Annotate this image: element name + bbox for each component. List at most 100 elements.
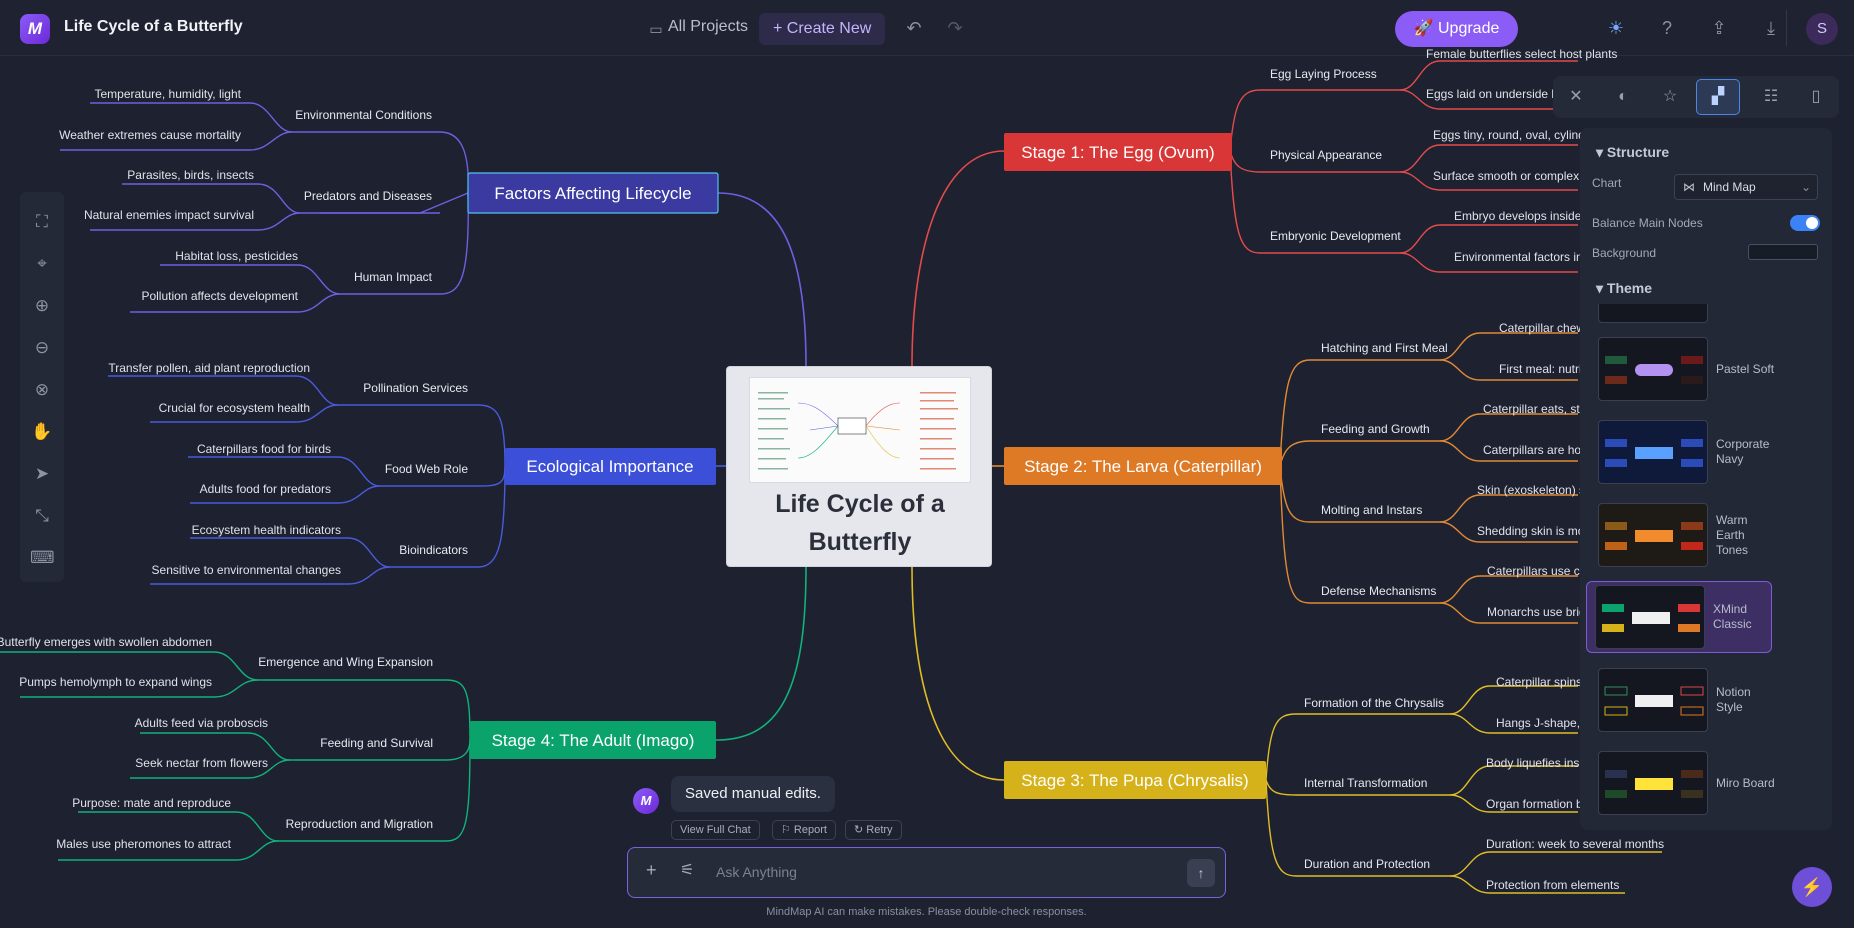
subtopic[interactable]: Pollination Services: [363, 381, 468, 395]
theme-option[interactable]: Corporate Navy: [1590, 417, 1774, 487]
hand-tool-icon[interactable]: ✋: [31, 422, 53, 441]
theme-option[interactable]: Pastel Soft: [1590, 334, 1774, 404]
leaf[interactable]: Sensitive to environmental changes: [152, 563, 341, 577]
leaf[interactable]: Hangs J-shape, f: [1496, 716, 1587, 730]
upgrade-button[interactable]: 🚀 Upgrade: [1395, 11, 1518, 47]
subtopic[interactable]: Hatching and First Meal: [1321, 341, 1448, 355]
theme-heading[interactable]: ▾ Theme: [1596, 280, 1653, 296]
collapse-icon[interactable]: ⤡: [35, 506, 49, 525]
leaf[interactable]: Embryo develops inside e: [1454, 209, 1592, 223]
view-full-chat-button[interactable]: View Full Chat: [671, 820, 760, 840]
layout-icon[interactable]: ▞: [1696, 79, 1740, 115]
leaf[interactable]: Body liquefies insi: [1486, 756, 1582, 770]
leaf[interactable]: Natural enemies impact survival: [84, 208, 254, 222]
leaf[interactable]: Environmental factors in: [1454, 250, 1583, 264]
leaf[interactable]: Weather extremes cause mortality: [59, 128, 241, 142]
subtopic[interactable]: Environmental Conditions: [295, 108, 432, 122]
zoom-reset-icon[interactable]: ⊗: [34, 380, 50, 399]
central-node[interactable]: Life Cycle of a Butterfly: [726, 366, 992, 567]
user-avatar[interactable]: S: [1806, 13, 1838, 45]
chart-type-select[interactable]: Mind Map ⌄ ⋈: [1674, 174, 1818, 200]
leaf[interactable]: Adults feed via proboscis: [135, 716, 268, 730]
leaf[interactable]: Caterpillar spins: [1496, 675, 1582, 689]
redo-icon[interactable]: ↷: [947, 18, 963, 38]
download-icon[interactable]: ⤓: [1767, 18, 1775, 38]
undo-icon[interactable]: ↶: [906, 18, 922, 38]
node-egg[interactable]: Stage 1: The Egg (Ovum): [1004, 133, 1232, 171]
keyboard-icon[interactable]: ⌨: [30, 548, 55, 567]
star-icon[interactable]: ☆: [1662, 88, 1678, 105]
close-icon[interactable]: ✕: [1569, 88, 1583, 105]
create-new-button[interactable]: + Create New: [759, 13, 886, 45]
theme-option[interactable]: Notion Style: [1590, 665, 1774, 735]
leaf[interactable]: Males use pheromones to attract: [56, 837, 231, 851]
leaf[interactable]: Organ formation b: [1486, 797, 1583, 811]
page-icon[interactable]: ▯: [1811, 88, 1821, 105]
leaf[interactable]: Caterpillars are hos: [1483, 443, 1587, 457]
subtopic[interactable]: Emergence and Wing Expansion: [258, 655, 433, 669]
leaf[interactable]: Caterpillar chew: [1499, 321, 1585, 335]
node-larva[interactable]: Stage 2: The Larva (Caterpillar): [1004, 447, 1282, 485]
leaf[interactable]: Caterpillars use ca: [1487, 564, 1587, 578]
add-attachment-icon[interactable]: +: [646, 860, 657, 880]
select-tool-icon[interactable]: ➤: [34, 464, 50, 483]
outline-icon[interactable]: ☷: [1763, 88, 1779, 105]
leaf[interactable]: Pollution affects development: [141, 289, 298, 303]
chat-input-box[interactable]: + ⚟ Ask Anything ↑: [627, 847, 1226, 898]
leaf[interactable]: Surface smooth or complex p: [1433, 169, 1589, 183]
subtopic[interactable]: Egg Laying Process: [1270, 67, 1377, 81]
subtopic[interactable]: Human Impact: [354, 270, 433, 284]
subtopic[interactable]: Predators and Diseases: [304, 189, 432, 203]
leaf[interactable]: Female butterflies select host plants: [1426, 47, 1617, 61]
leaf[interactable]: Monarchs use brig: [1487, 605, 1586, 619]
help-icon[interactable]: ?: [1661, 18, 1672, 38]
node-pupa[interactable]: Stage 3: The Pupa (Chrysalis): [1004, 761, 1266, 799]
report-button[interactable]: ⚐ Report: [772, 820, 836, 840]
leaf[interactable]: Ecosystem health indicators: [192, 523, 341, 537]
leaf[interactable]: Adults food for predators: [200, 482, 331, 496]
subtopic[interactable]: Molting and Instars: [1321, 503, 1422, 517]
chat-input[interactable]: Ask Anything: [716, 864, 797, 880]
node-adult[interactable]: Stage 4: The Adult (Imago): [470, 721, 716, 759]
leaf[interactable]: Protection from elements: [1486, 878, 1619, 892]
app-logo-icon[interactable]: M: [20, 14, 50, 44]
palette-icon[interactable]: ◐: [1618, 88, 1628, 105]
document-title[interactable]: Life Cycle of a Butterfly: [64, 18, 243, 35]
settings-sliders-icon[interactable]: ⚟: [680, 862, 695, 879]
leaf[interactable]: First meal: nutri: [1499, 362, 1582, 376]
theme-list[interactable]: Pastel Soft Corporate Navy Warm Earth To…: [1584, 304, 1828, 870]
subtopic[interactable]: Food Web Role: [385, 462, 468, 476]
leaf[interactable]: Eggs laid on underside lea: [1426, 87, 1568, 101]
subtopic[interactable]: Feeding and Survival: [320, 736, 433, 750]
subtopic[interactable]: Formation of the Chrysalis: [1304, 696, 1444, 710]
leaf[interactable]: Duration: week to several months: [1486, 837, 1664, 851]
leaf[interactable]: Butterfly emerges with swollen abdomen: [0, 635, 212, 649]
leaf[interactable]: Shedding skin is mol: [1477, 524, 1587, 538]
node-ecological[interactable]: Ecological Importance: [505, 448, 716, 485]
background-color-swatch[interactable]: [1748, 244, 1818, 260]
leaf[interactable]: Parasites, birds, insects: [127, 168, 254, 182]
leaf[interactable]: Temperature, humidity, light: [94, 87, 241, 101]
theme-option[interactable]: Miro Board: [1590, 748, 1775, 818]
leaf[interactable]: Eggs tiny, round, oval, cylindri: [1433, 128, 1592, 142]
theme-toggle-icon[interactable]: ☀: [1607, 18, 1625, 38]
share-icon[interactable]: ⇪: [1711, 18, 1727, 38]
all-projects-button[interactable]: All Projects: [668, 18, 749, 35]
balance-toggle[interactable]: [1790, 215, 1820, 231]
subtopic[interactable]: Defense Mechanisms: [1321, 584, 1436, 598]
leaf[interactable]: Skin (exoskeleton) s: [1477, 483, 1585, 497]
subtopic[interactable]: Embryonic Development: [1270, 229, 1401, 243]
theme-option-selected[interactable]: XMind Classic: [1586, 581, 1772, 653]
theme-option[interactable]: Warm Earth Tones: [1590, 500, 1774, 570]
zoom-in-icon[interactable]: ⊕: [34, 296, 50, 315]
leaf[interactable]: Caterpillar eats, sto: [1483, 402, 1587, 416]
structure-heading[interactable]: ▾ Structure: [1596, 144, 1670, 160]
center-icon[interactable]: ⌖: [37, 254, 47, 273]
leaf[interactable]: Pumps hemolymph to expand wings: [19, 675, 212, 689]
subtopic[interactable]: Internal Transformation: [1304, 776, 1427, 790]
lightning-action-button[interactable]: ⚡: [1792, 867, 1832, 907]
subtopic[interactable]: Bioindicators: [399, 543, 468, 557]
subtopic[interactable]: Feeding and Growth: [1321, 422, 1430, 436]
subtopic[interactable]: Duration and Protection: [1304, 857, 1430, 871]
